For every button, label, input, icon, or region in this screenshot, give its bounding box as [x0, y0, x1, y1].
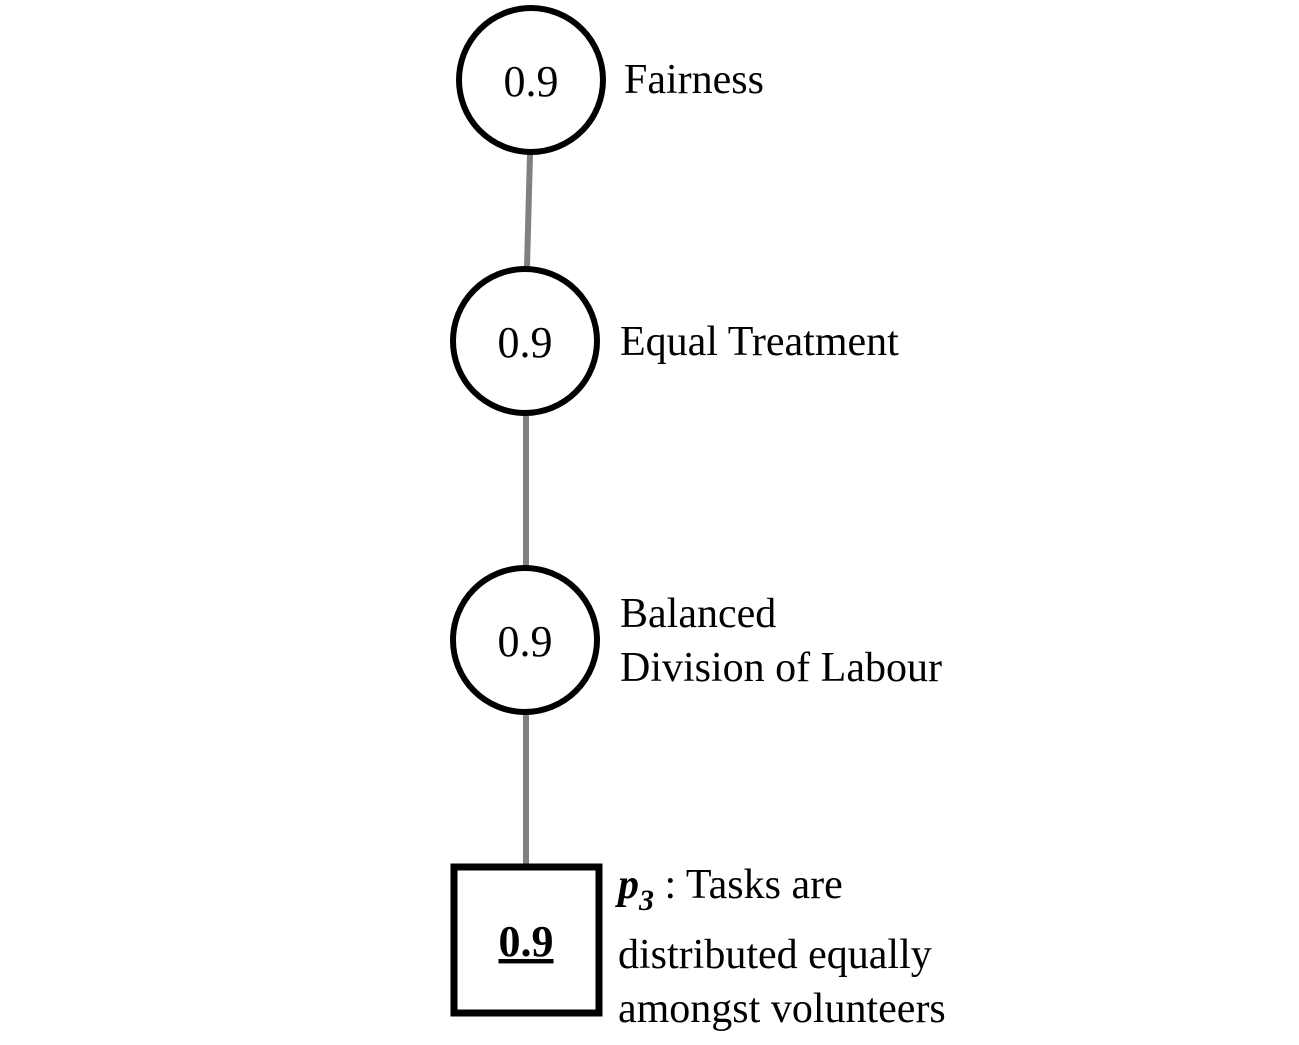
goal-separator: :: [654, 862, 686, 908]
goal-subscript: 3: [639, 884, 654, 917]
goal-label: p3 : Tasks are distributed equally among…: [618, 858, 946, 1036]
node-label-balanced-division: Balanced Division of Labour: [620, 587, 942, 695]
node-value: 0.9: [498, 318, 553, 367]
goal-value: 0.9: [499, 917, 554, 966]
node-label-equal-treatment: Equal Treatment: [620, 315, 899, 369]
goal-text-line: distributed equally: [618, 932, 932, 978]
label-line: Division of Labour: [620, 645, 942, 691]
goal-box: [450, 863, 603, 1017]
node-circle: [450, 565, 600, 715]
node-balanced-division-of-labour: 0.9: [450, 565, 600, 715]
edge-fairness-equal-treatment: [524, 151, 533, 270]
node-value: 0.9: [498, 617, 553, 666]
label-line: Fairness: [624, 57, 764, 103]
node-circle: [456, 5, 606, 155]
goal-label-line-1: p3 : Tasks are: [618, 858, 946, 928]
node-label-fairness: Fairness: [624, 53, 764, 107]
goal-text-line: amongst volunteers: [618, 986, 946, 1032]
goal-node: 0.9: [450, 863, 603, 1017]
label-line: Equal Treatment: [620, 319, 899, 365]
node-equal-treatment: 0.9: [450, 266, 600, 416]
node-circle: [450, 266, 600, 416]
node-value: 0.9: [504, 57, 559, 106]
label-line: Balanced: [620, 591, 777, 637]
node-fairness: 0.9: [456, 5, 606, 155]
goal-text-line: Tasks are: [685, 862, 843, 908]
goal-symbol: p: [618, 862, 639, 908]
